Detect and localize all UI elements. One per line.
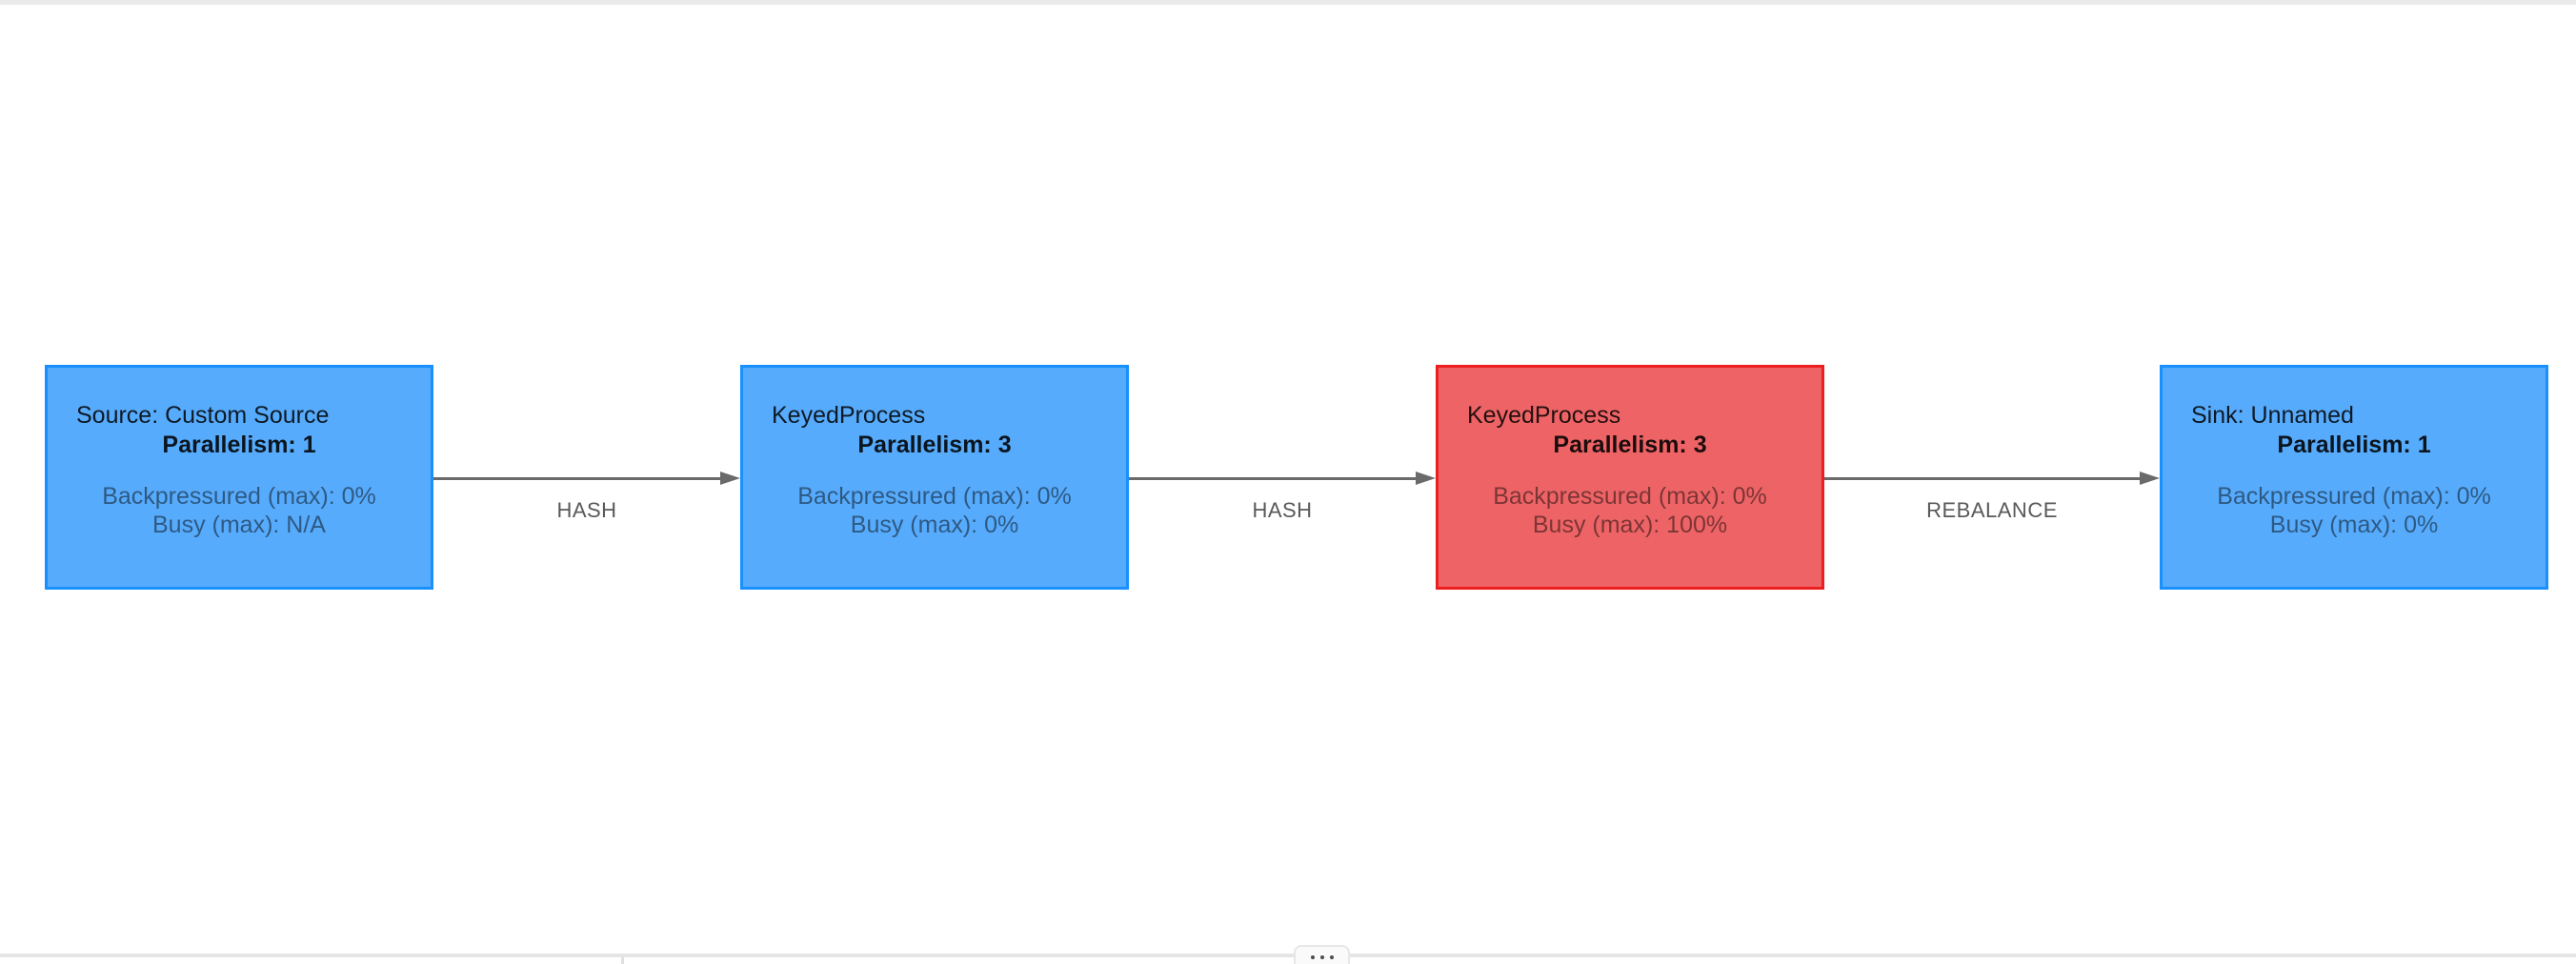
- node-sink-unnamed[interactable]: Sink: Unnamed Parallelism: 1 Backpressur…: [2160, 365, 2548, 590]
- arrowhead-icon: [1416, 472, 1436, 485]
- node-backpressured-metric: Backpressured (max): 0%: [2217, 483, 2491, 510]
- node-busy-metric: Busy (max): 0%: [2269, 512, 2439, 538]
- resize-handle[interactable]: [1294, 945, 1350, 964]
- node-parallelism: Parallelism: 3: [1553, 432, 1707, 458]
- edge-label: HASH: [1252, 498, 1313, 522]
- edge-keyedprocess-to-sink: REBALANCE: [1824, 438, 2160, 543]
- node-title: Source: Custom Source: [76, 402, 330, 429]
- ellipsis-icon: [1310, 955, 1315, 959]
- bottom-divider: [0, 954, 2576, 957]
- edge-source-to-keyedprocess: HASH: [433, 438, 740, 543]
- arrowhead-icon: [2140, 472, 2160, 485]
- node-backpressured-metric: Backpressured (max): 0%: [1493, 483, 1767, 510]
- node-metrics: Backpressured (max): 0% Busy (max): 0%: [2163, 482, 2546, 539]
- ellipsis-icon: [1329, 955, 1334, 959]
- ellipsis-icon: [1319, 955, 1324, 959]
- node-metrics: Backpressured (max): 0% Busy (max): 0%: [743, 482, 1126, 539]
- node-source-custom-source[interactable]: Source: Custom Source Parallelism: 1 Bac…: [45, 365, 433, 590]
- node-parallelism: Parallelism: 1: [2277, 432, 2431, 458]
- node-keyedprocess-1[interactable]: KeyedProcess Parallelism: 3 Backpressure…: [740, 365, 1129, 590]
- node-parallelism: Parallelism: 1: [162, 432, 316, 458]
- arrowhead-icon: [720, 472, 740, 485]
- node-keyedprocess-2-busy[interactable]: KeyedProcess Parallelism: 3 Backpressure…: [1436, 365, 1824, 590]
- edge-label: HASH: [556, 498, 617, 522]
- panel-column-divider: [621, 957, 624, 964]
- node-backpressured-metric: Backpressured (max): 0%: [797, 483, 1072, 510]
- node-parallelism: Parallelism: 3: [857, 432, 1012, 458]
- node-busy-metric: Busy (max): 100%: [1532, 512, 1728, 538]
- node-busy-metric: Busy (max): N/A: [152, 512, 326, 538]
- node-title: KeyedProcess: [772, 402, 926, 429]
- node-title: KeyedProcess: [1467, 402, 1621, 429]
- node-metrics: Backpressured (max): 0% Busy (max): 100%: [1439, 482, 1821, 539]
- node-title: Sink: Unnamed: [2191, 402, 2354, 429]
- node-backpressured-metric: Backpressured (max): 0%: [102, 483, 376, 510]
- edge-line: [433, 477, 725, 480]
- edge-keyedprocess-to-keyedprocess: HASH: [1129, 438, 1436, 543]
- edge-line: [1129, 477, 1420, 480]
- edge-line: [1824, 477, 2144, 480]
- node-metrics: Backpressured (max): 0% Busy (max): N/A: [48, 482, 431, 539]
- node-busy-metric: Busy (max): 0%: [850, 512, 1019, 538]
- top-divider: [0, 0, 2576, 5]
- edge-label: REBALANCE: [1926, 498, 2058, 522]
